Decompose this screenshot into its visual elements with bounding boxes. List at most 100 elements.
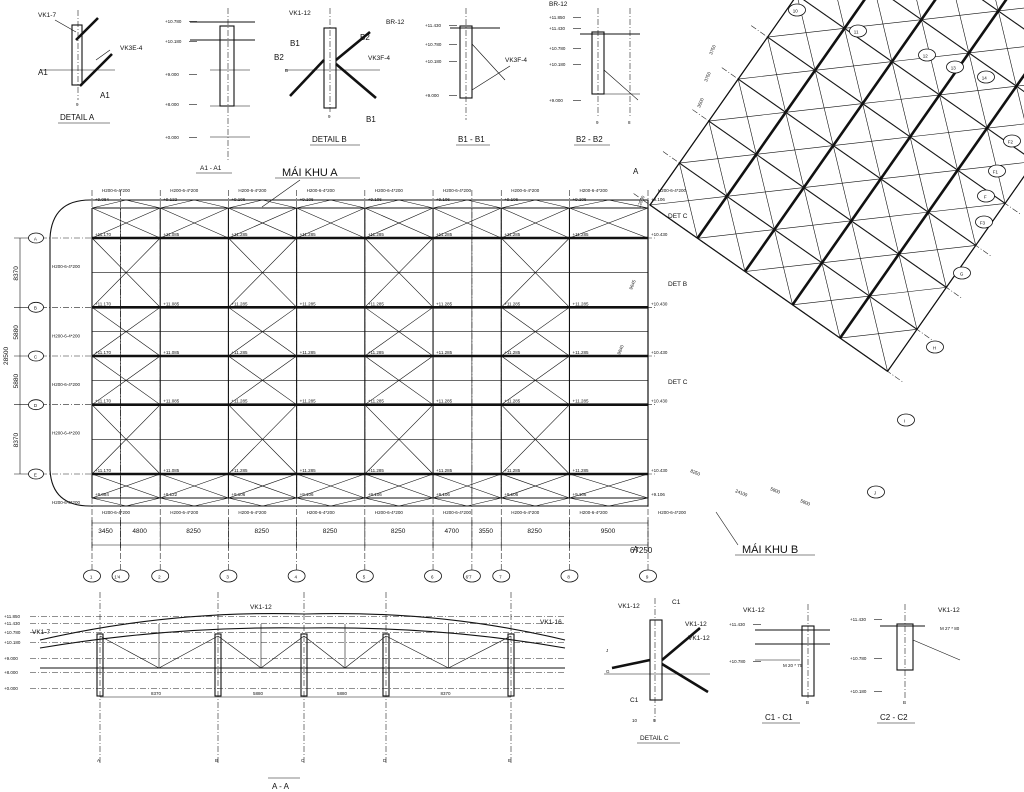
detail-c-label-1: VK1-12 [618, 603, 640, 610]
plan-a-edge-truss [91, 199, 161, 209]
elevation-web [385, 635, 449, 669]
plan-a-dim-2: 8250 [186, 528, 201, 535]
plan-a-level-node: +11.285 [572, 301, 589, 306]
elevation-web [217, 635, 262, 669]
plan-a-level-node: +11.285 [436, 350, 453, 355]
plan-b-beam [696, 0, 934, 240]
plan-a-level-node: +11.285 [368, 399, 385, 404]
plan-a-dim-9: 9500 [601, 528, 616, 535]
plan-b-detail-b: DET B [668, 281, 687, 288]
plan-b-brace [968, 52, 988, 129]
plan-a-brace [228, 207, 297, 239]
plan-b-brace [826, 0, 845, 29]
elevation-grid-label-3: D [383, 758, 387, 763]
plan-a-level-top: +9.122 [163, 197, 177, 202]
plan-b-bubble-let-5: H [933, 345, 936, 350]
elevation-label-vk1-16: VK1-16 [540, 619, 562, 626]
plan-a-level-top: +9.106 [651, 197, 665, 202]
plan-a-member-label-bottom: H200-6-4*200 [579, 510, 608, 515]
plan-a-level-node: +10.430 [651, 301, 668, 306]
plan-a-level-node: +11.285 [572, 468, 589, 473]
plan-a-level-node: +11.285 [300, 232, 317, 237]
plan-b-bubble-let-4-circle [953, 266, 971, 280]
section-c1-label-vk1-12: VK1-12 [743, 607, 765, 614]
plan-a-brace [501, 237, 570, 308]
plan-a-level-node: +11.285 [436, 301, 453, 306]
plan-a-bracing [91, 199, 649, 507]
plan-a-member-label-bottom: H200-6-4*200 [102, 510, 131, 515]
plan-b-dim-left-0: 12500 [636, 194, 646, 208]
plan-a-level-node: +11.285 [231, 468, 248, 473]
plan-b-bubble-let-1: F1 [993, 169, 999, 174]
plan-a-level-node: +11.285 [436, 232, 453, 237]
elevation-level-6: +0.000 [4, 686, 18, 691]
section-c2-c2: +11.430+10.780+10.180 VK1-12 M 27 * 80 B… [850, 604, 961, 724]
elevation-level-2: +10.780 [4, 630, 21, 635]
plan-b-brace [891, 61, 911, 137]
plan-a-level-node: +11.285 [231, 399, 248, 404]
plan-a-dim-0: 3450 [98, 528, 113, 535]
plan-a-brace [296, 207, 365, 239]
detail-a-cut-a1-left: A1 [38, 68, 48, 77]
plan-a-bubble-col-8: 7 [499, 574, 502, 579]
plan-a-level-top: +9.106 [504, 197, 518, 202]
plan-b-grid-line [809, 0, 1024, 132]
plan-a-member-label-top: H200-6-4*200 [658, 188, 687, 193]
elevation-truss-web [96, 624, 515, 697]
plan-a-brace [501, 355, 570, 405]
plan-a-level-bottom: +9.084 [95, 492, 109, 497]
plan-b-brace [774, 229, 793, 305]
plan-b-grid-line [692, 109, 963, 300]
elevation-web [303, 635, 346, 669]
detail-a-grid: 9 [76, 102, 79, 107]
plan-a-brace [501, 404, 570, 475]
detail-b-cut-b2-top: B2 [360, 33, 370, 42]
plan-a-level-node: +11.085 [163, 301, 180, 306]
plan-b-grid-line [751, 25, 1022, 216]
plan-a-total-dim: 67250 [630, 546, 653, 555]
section-c1-level-1: +10.780 [729, 659, 746, 664]
plan-a-bubble-col-2-circle [151, 569, 170, 583]
plan-b-brace [756, 154, 775, 230]
plan-a-level-bottom: +9.106 [300, 492, 314, 497]
detail-b-label-vk1-12: VK1-12 [289, 10, 311, 17]
plan-a-dim-row-1: 5880 [13, 325, 20, 340]
plan-b-brace [874, 0, 951, 20]
plan-a-level-node: +11.285 [231, 350, 248, 355]
plan-a-bubble-row-3: D [34, 403, 38, 408]
elevation-top-chord [39, 612, 566, 641]
plan-a-level-bottom: +9.106 [651, 492, 665, 497]
plan-b-title: MÁI KHU B [742, 543, 798, 556]
plan-a-level-node: +11.285 [231, 232, 248, 237]
plan-b-bubble-let-0-circle [1003, 134, 1021, 148]
section-a1-level-4: +0.000 [165, 135, 179, 140]
elevation-grid-label-4: E [508, 758, 511, 763]
plan-a-member-label-side: H200-6-4*200 [52, 333, 81, 338]
plan-a-edge-truss [160, 199, 229, 209]
plan-a-bubble-col-9-circle [560, 569, 579, 583]
section-mark-bottom: A [633, 545, 639, 554]
section-c1-grid: B [806, 700, 809, 705]
plan-a-bubble-col-2: 2 [158, 574, 161, 579]
plan-a-level-node: +11.085 [163, 399, 180, 404]
elevation-level-1: +11.430 [4, 621, 21, 626]
plan-a-level-node: +11.285 [300, 399, 317, 404]
plan-a-edge-truss [160, 497, 229, 507]
plan-b-bubble-let-5-circle [926, 340, 944, 354]
plan-a-brace [501, 307, 570, 357]
plan-b-brace [814, 70, 834, 146]
detail-c-grid-10: 10 [632, 718, 638, 723]
elevation-grid-label-0: A [97, 758, 100, 763]
plan-a-member-label-top: H200-6-4*200 [307, 188, 336, 193]
plan-a-title: MÁI KHU A [282, 166, 338, 179]
plan-a-brace [432, 473, 502, 499]
plan-a-member-label-side: H200-6-4*200 [52, 264, 81, 269]
section-a1-level-3: +8.000 [165, 102, 179, 107]
plan-a-dim-row-3: 8370 [13, 433, 20, 448]
section-c1-c1: +11.430+10.780 VK1-12 M 20 * 75 B C1 - C… [729, 604, 830, 724]
plan-b-brace [726, 196, 746, 272]
plan-a-edge-truss [569, 497, 649, 507]
plan-a-level-top: +9.106 [572, 197, 586, 202]
